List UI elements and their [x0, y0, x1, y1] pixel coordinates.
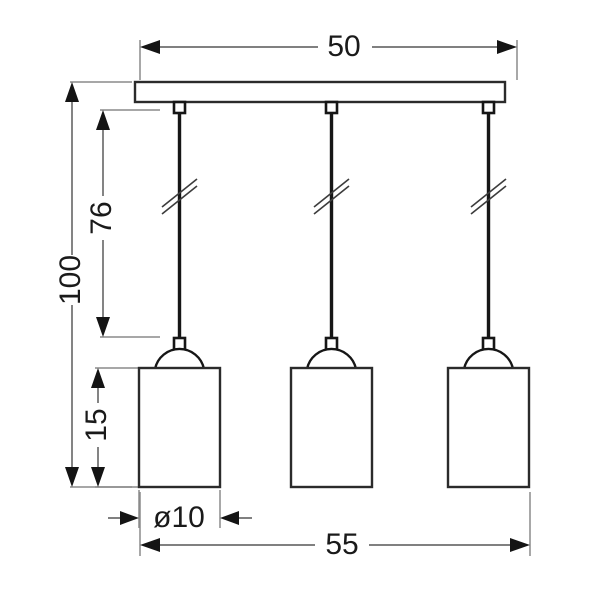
dim-label-canopy-width: 50: [327, 30, 360, 63]
arrow-canopy-left: [140, 40, 160, 54]
dim-label-shade-height: 15: [80, 408, 113, 441]
pendant-right: [446, 100, 531, 489]
arrow-dia-right: [220, 511, 239, 525]
ceiling-canopy-bar: [133, 80, 507, 104]
dimension-canopy-width: 50: [139, 30, 518, 80]
arrow-cable-top: [96, 110, 110, 130]
lamp-shade-right: [446, 366, 531, 489]
socket-dome-center: [305, 347, 358, 370]
arrow-cable-bottom: [96, 317, 110, 337]
dim-label-total-height: 100: [54, 255, 87, 305]
canopy-connector-center: [324, 100, 339, 115]
arrow-total-bottom: [65, 467, 79, 487]
cable-break-mark-right: [470, 178, 507, 215]
lamp-shade-center: [289, 366, 374, 489]
canopy-body: [133, 80, 507, 104]
cable-break-mark-center: [313, 178, 350, 215]
arrow-overall-left: [140, 538, 160, 552]
arrow-overall-right: [510, 538, 530, 552]
dim-label-overall-width: 55: [325, 528, 358, 561]
canopy-connector-left: [172, 100, 187, 115]
canopy-connector-right: [481, 100, 496, 115]
arrow-total-top: [65, 82, 79, 102]
dimension-cable-height: 76: [85, 109, 160, 338]
arrow-canopy-right: [497, 40, 517, 54]
dimension-overall-width: 55: [139, 492, 531, 561]
arrow-dia-left: [120, 511, 139, 525]
dimension-shade-diameter: ø10: [108, 490, 252, 534]
arrow-shade-bottom: [91, 467, 105, 487]
dimension-shade-height: 15: [80, 367, 160, 488]
cable-break-mark-left: [161, 178, 198, 215]
arrow-shade-top: [91, 368, 105, 388]
dim-label-shade-diameter: ø10: [153, 501, 205, 534]
pendant-center: [289, 100, 374, 489]
pendant-left: [137, 100, 222, 489]
socket-dome-left: [153, 347, 206, 370]
socket-dome-right: [462, 347, 515, 370]
dim-label-cable-height: 76: [85, 201, 118, 234]
lamp-shade-left: [137, 366, 222, 489]
